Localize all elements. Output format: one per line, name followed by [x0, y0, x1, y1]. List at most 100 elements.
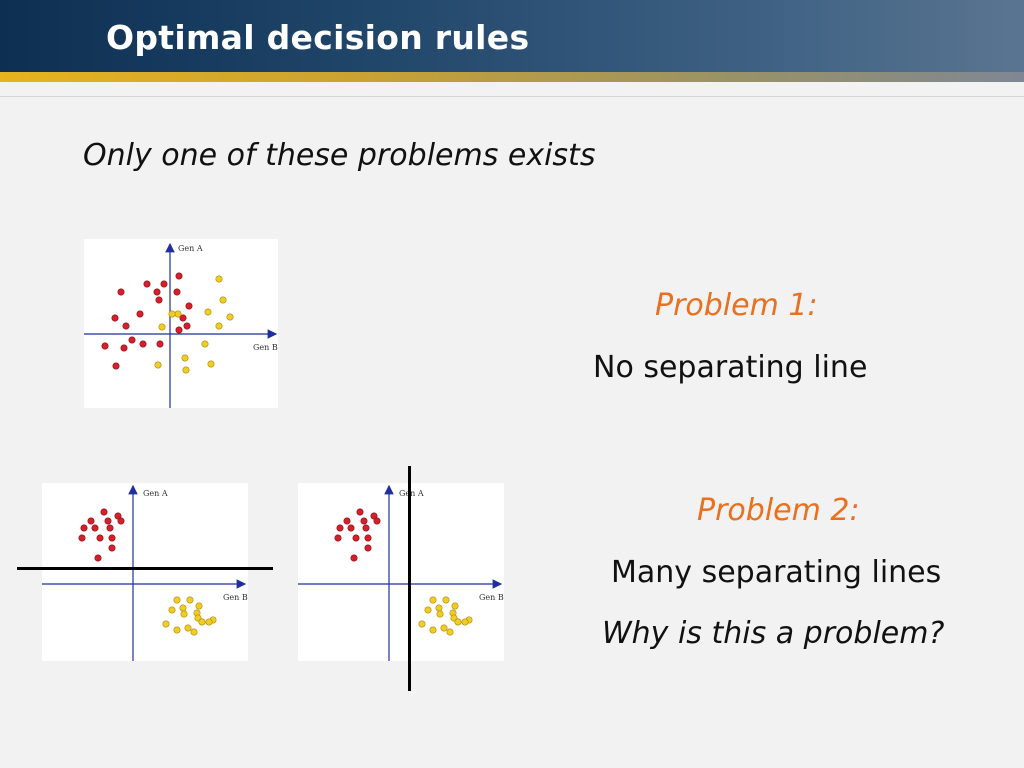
yellow-point-3 — [195, 602, 203, 610]
red-point-13 — [350, 554, 358, 562]
scatter-plot-separable-vertical: Gen A Gen B — [298, 483, 504, 661]
red-point-4 — [104, 517, 112, 525]
scatter-plot-separable-horizontal: Gen A Gen B — [42, 483, 248, 661]
red-point-4 — [360, 517, 368, 525]
red-point-1 — [100, 508, 108, 516]
red-point-9 — [136, 310, 144, 318]
vertical-separating-line — [408, 466, 411, 691]
yellow-point-1 — [215, 275, 223, 283]
yellow-point-9 — [201, 340, 209, 348]
yellow-point-15 — [446, 628, 454, 636]
problem1-description: No separating line — [593, 350, 868, 385]
red-point-5 — [117, 517, 125, 525]
yellow-point-3 — [451, 602, 459, 610]
yellow-point-8 — [180, 610, 188, 618]
y-axis-label: Gen A — [143, 489, 168, 498]
yellow-point-13 — [440, 624, 448, 632]
yellow-point-12 — [429, 626, 437, 634]
yellow-point-2 — [219, 296, 227, 304]
yellow-point-11 — [461, 618, 469, 626]
yellow-point-12 — [207, 360, 215, 368]
red-point-1 — [175, 272, 183, 280]
problem1-heading: Problem 1: — [655, 288, 818, 323]
problem2-heading: Problem 2: — [697, 493, 860, 528]
red-point-5 — [153, 288, 161, 296]
yellow-point-7 — [162, 620, 170, 628]
yellow-point-5 — [226, 313, 234, 321]
red-point-4 — [117, 288, 125, 296]
red-point-12 — [108, 544, 116, 552]
header-divider — [0, 96, 1024, 97]
yellow-point-14 — [198, 618, 206, 626]
slide-title: Optimal decision rules — [106, 18, 530, 57]
yellow-point-14 — [454, 618, 462, 626]
red-point-14 — [175, 326, 183, 334]
yellow-point-1 — [429, 596, 437, 604]
red-point-18 — [156, 340, 164, 348]
yellow-point-10 — [181, 354, 189, 362]
red-point-10 — [352, 534, 360, 542]
x-axis-label: Gen B — [223, 593, 248, 602]
red-point-9 — [78, 534, 86, 542]
yellow-point-7 — [418, 620, 426, 628]
yellow-point-6 — [168, 310, 176, 318]
slide-subtitle: Only one of these problems exists — [83, 138, 596, 173]
yellow-point-4 — [204, 308, 212, 316]
yellow-point-11 — [205, 618, 213, 626]
yellow-point-2 — [442, 596, 450, 604]
red-point-7 — [91, 524, 99, 532]
red-point-8 — [185, 302, 193, 310]
red-point-10 — [96, 534, 104, 542]
yellow-point-8 — [436, 610, 444, 618]
red-point-8 — [106, 524, 114, 532]
red-point-2 — [143, 280, 151, 288]
red-point-11 — [108, 534, 116, 542]
yellow-point-1 — [173, 596, 181, 604]
red-point-15 — [128, 336, 136, 344]
horizontal-separating-line — [17, 567, 273, 570]
red-point-11 — [179, 314, 187, 322]
yellow-point-11 — [154, 361, 162, 369]
red-point-7 — [155, 296, 163, 304]
red-point-12 — [364, 544, 372, 552]
red-point-16 — [139, 340, 147, 348]
x-axis-label: Gen B — [253, 343, 278, 352]
red-point-12 — [122, 322, 130, 330]
red-point-19 — [101, 342, 109, 350]
red-point-20 — [112, 362, 120, 370]
red-point-3 — [343, 517, 351, 525]
red-point-3 — [160, 280, 168, 288]
yellow-point-12 — [173, 626, 181, 634]
problem2-question: Why is this a problem? — [602, 616, 945, 651]
red-point-6 — [336, 524, 344, 532]
red-point-3 — [87, 517, 95, 525]
y-axis-label: Gen A — [178, 244, 203, 253]
red-point-1 — [356, 508, 364, 516]
red-point-11 — [364, 534, 372, 542]
yellow-point-3 — [174, 310, 182, 318]
red-point-17 — [120, 344, 128, 352]
scatter-plot-overlap: Gen A Gen B — [84, 239, 278, 408]
red-point-9 — [334, 534, 342, 542]
red-point-7 — [347, 524, 355, 532]
yellow-point-4 — [424, 606, 432, 614]
title-bar — [0, 0, 1024, 72]
red-point-8 — [362, 524, 370, 532]
yellow-point-13 — [184, 624, 192, 632]
x-axis-label: Gen B — [479, 593, 504, 602]
red-point-6 — [173, 288, 181, 296]
red-point-5 — [373, 517, 381, 525]
yellow-point-8 — [215, 322, 223, 330]
yellow-point-2 — [186, 596, 194, 604]
red-point-13 — [94, 554, 102, 562]
yellow-point-5 — [179, 604, 187, 612]
title-accent-stripe — [0, 72, 1024, 82]
yellow-point-4 — [168, 606, 176, 614]
yellow-point-5 — [435, 604, 443, 612]
yellow-point-15 — [190, 628, 198, 636]
red-point-6 — [80, 524, 88, 532]
y-axis-label: Gen A — [399, 489, 424, 498]
yellow-point-7 — [158, 323, 166, 331]
red-point-10 — [111, 314, 119, 322]
problem2-description: Many separating lines — [611, 555, 942, 590]
